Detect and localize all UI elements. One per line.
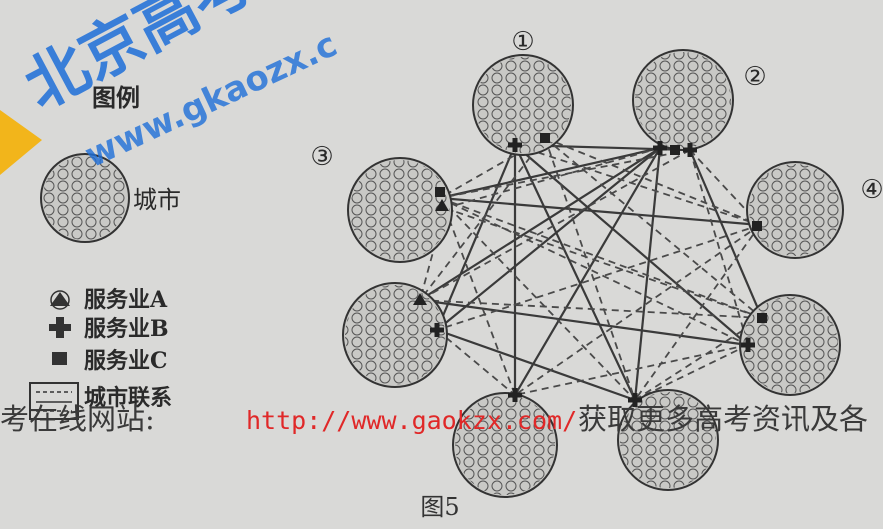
city-link-solid — [436, 147, 661, 331]
service-c-marker — [752, 221, 762, 231]
service-b-marker — [741, 338, 755, 352]
service-c-marker — [757, 313, 767, 323]
city-link-dashed — [514, 224, 761, 396]
city-link-solid — [514, 144, 636, 401]
city-link-dashed — [544, 137, 761, 226]
legend-title: 图例 — [92, 83, 140, 112]
city-link-solid — [439, 196, 761, 227]
city-link-dashed — [444, 147, 661, 209]
city-label-2: ② — [743, 62, 766, 92]
service-a-icon — [50, 292, 70, 306]
city-link-dashed — [419, 149, 691, 301]
watermark-banner-suffix: 获取更多高考资讯及各 — [578, 402, 868, 436]
city-link-icon — [29, 382, 79, 420]
city-link-dashed — [439, 149, 691, 199]
city-link-dashed — [419, 137, 546, 301]
service-b-marker — [628, 393, 642, 407]
service-b-marker — [653, 141, 667, 155]
service-a-marker — [413, 293, 427, 305]
watermark-yellow-shape — [0, 110, 42, 175]
city-link-solid — [436, 328, 636, 402]
city-link-solid — [419, 147, 661, 301]
city-label-3: ③ — [310, 142, 333, 172]
city-link-dashed — [444, 207, 516, 396]
city-link-solid — [435, 144, 517, 331]
legend-service-a: 服务业A — [84, 287, 168, 313]
watermark-banner-prefix: 考在线网站: — [0, 402, 155, 436]
city-link-dashed — [514, 144, 761, 226]
service-b-marker — [683, 143, 697, 157]
service-a-marker — [435, 199, 449, 211]
legend-service-c: 服务业C — [84, 348, 168, 374]
city-link-solid — [419, 298, 749, 347]
city-link-solid — [633, 147, 662, 401]
figure-caption: 图5 — [420, 493, 459, 521]
service-c-marker — [540, 133, 550, 143]
city-link-dashed — [436, 224, 761, 331]
legend-city-link: 城市联系 — [84, 385, 172, 411]
city-link-solid — [514, 147, 661, 396]
city-link-dashed — [544, 137, 636, 401]
city-links — [419, 137, 764, 402]
city-link-dashed — [544, 137, 763, 319]
legend: 图例 城市 服务业A 服务业B 服务业C 城市联系 — [29, 83, 181, 420]
legend-city-label: 城市 — [133, 186, 181, 214]
city-link-dashed — [439, 197, 636, 401]
city-link-dashed — [419, 299, 763, 319]
service-c-marker — [435, 187, 445, 197]
city-link-solid — [688, 149, 764, 319]
cities — [342, 49, 844, 498]
city-link-dashed — [514, 344, 749, 396]
service-c-icon — [52, 352, 67, 365]
city-link-dashed — [439, 197, 749, 346]
city-label-4: ④ — [860, 175, 883, 205]
watermark-banner-url: http://www.gaokzx.com/ — [246, 406, 577, 435]
service-c-marker — [670, 145, 680, 155]
city-link-dashed — [634, 344, 749, 401]
city-link-dashed — [436, 329, 516, 396]
service-b-marker — [508, 388, 522, 402]
city-link-solid — [439, 146, 661, 200]
city-link-dashed — [439, 197, 763, 319]
city-label-1: ① — [511, 27, 534, 57]
service-b-marker — [430, 323, 444, 337]
city-link-dashed — [689, 149, 749, 346]
city-link-dashed — [444, 207, 763, 319]
legend-service-b: 服务业B — [84, 316, 169, 342]
city-link-dashed — [439, 137, 546, 199]
service-b-marker — [508, 138, 522, 152]
service-markers — [413, 133, 767, 407]
service-b-icon — [49, 317, 71, 338]
